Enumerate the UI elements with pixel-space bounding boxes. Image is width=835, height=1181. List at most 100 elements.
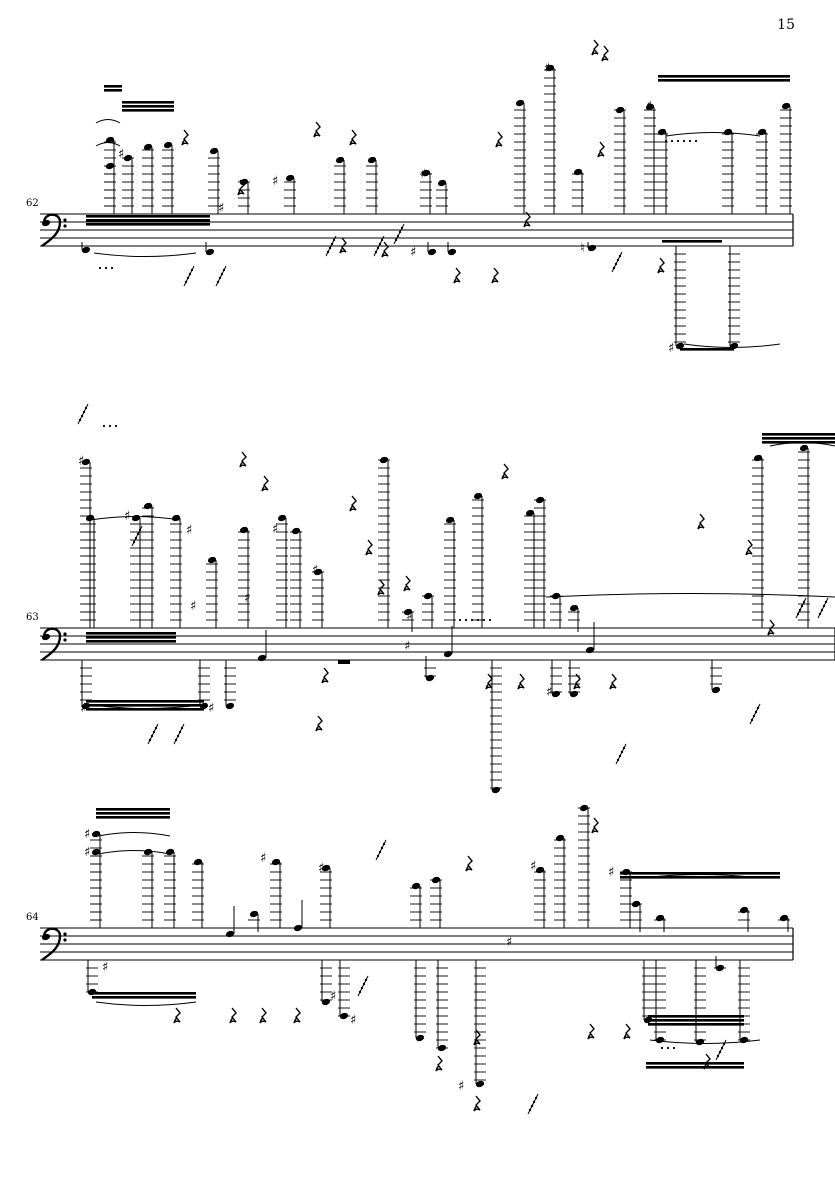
note-head [81, 246, 91, 254]
rest-stem [527, 1093, 539, 1115]
note-head [585, 646, 595, 654]
duration-dot [682, 139, 686, 143]
tie [89, 516, 181, 521]
beam [648, 1019, 744, 1022]
beam [648, 1015, 744, 1018]
note-head [271, 858, 281, 866]
note-head [249, 910, 259, 918]
beam [86, 215, 210, 218]
rest-stem [183, 265, 195, 287]
quarter-rest [229, 1007, 237, 1024]
quarter-rest [609, 673, 617, 690]
quarter-rest [313, 121, 321, 138]
note-head [91, 830, 101, 838]
rest-stem [795, 597, 807, 619]
bass-clef-dot [41, 933, 51, 941]
note-head [473, 492, 483, 500]
beam [646, 1062, 744, 1065]
tie [683, 343, 781, 348]
bass-clef [41, 927, 62, 961]
quarter-rest [261, 475, 269, 492]
note-head [415, 1034, 425, 1042]
note-head [757, 128, 767, 136]
duration-dot [110, 266, 114, 270]
note-head [425, 674, 435, 682]
quarter-rest [591, 817, 599, 834]
quarter-rest [601, 45, 609, 62]
accidental: ♯ [80, 701, 86, 716]
measure-number-62: 62 [26, 198, 39, 209]
rest-stem [393, 223, 405, 245]
page-number: 15 [777, 17, 795, 33]
beam [104, 85, 122, 88]
bass-clef-dot [63, 638, 67, 642]
quarter-rest [491, 267, 499, 284]
quarter-rest [453, 267, 461, 284]
beam [86, 632, 176, 635]
quarter-rest [259, 1007, 267, 1024]
accidental: ♯ [420, 167, 426, 182]
note-head [535, 866, 545, 874]
quarter-rest [349, 129, 357, 146]
note-head [277, 514, 287, 522]
bass-clef-dot [41, 219, 51, 227]
quarter-rest [181, 129, 189, 146]
quarter-rest [365, 539, 373, 556]
tie [95, 1001, 197, 1006]
rest-stem [749, 703, 761, 725]
tie [97, 832, 171, 837]
note-head [225, 702, 235, 710]
duration-dot [470, 618, 474, 622]
accidental: ♯ [260, 851, 266, 866]
quarter-rest [523, 211, 531, 228]
measure-number-64: 64 [26, 912, 39, 923]
note-head [645, 103, 655, 111]
duration-dot [672, 1046, 676, 1050]
note-head [675, 342, 685, 350]
accidental: ♯ [544, 61, 550, 76]
bass-clef-dot [63, 938, 67, 942]
beam [646, 1066, 744, 1069]
bass-clef [41, 213, 62, 247]
accidental: ♯ [244, 591, 250, 606]
note-head [257, 654, 267, 662]
note-head [171, 514, 181, 522]
accidental: ♯ [506, 935, 512, 950]
quarter-rest [597, 141, 605, 158]
note-head [695, 1038, 705, 1046]
beam [122, 101, 174, 104]
note-head [739, 906, 749, 914]
note-head [443, 650, 453, 658]
beam [86, 704, 204, 707]
tie [95, 119, 121, 124]
quarter-rest [623, 1023, 631, 1040]
beam [762, 437, 835, 440]
beam [104, 89, 122, 92]
quarter-rest [473, 1029, 481, 1046]
tie [97, 850, 171, 855]
note-head [781, 102, 791, 110]
bass-clef-dot [63, 632, 67, 636]
rest-stem [375, 839, 387, 861]
quarter-rest [435, 1055, 443, 1072]
quarter-rest [465, 855, 473, 872]
accidental: ♯ [406, 609, 412, 624]
quarter-rest [237, 179, 245, 196]
note-head [205, 248, 215, 256]
duration-dot [108, 424, 112, 428]
note-head [447, 248, 457, 256]
note-head [525, 509, 535, 517]
accidental: ♯ [668, 341, 674, 356]
rest-stem [357, 975, 369, 997]
beam [86, 223, 210, 226]
accidental: ♯ [458, 1079, 464, 1094]
quarter-rest [517, 673, 525, 690]
beam [662, 240, 722, 243]
rest-stem [77, 403, 89, 425]
bass-clef-dot [63, 218, 67, 222]
beam [96, 812, 170, 815]
note-head [569, 604, 579, 612]
duration-dot [660, 1046, 664, 1050]
